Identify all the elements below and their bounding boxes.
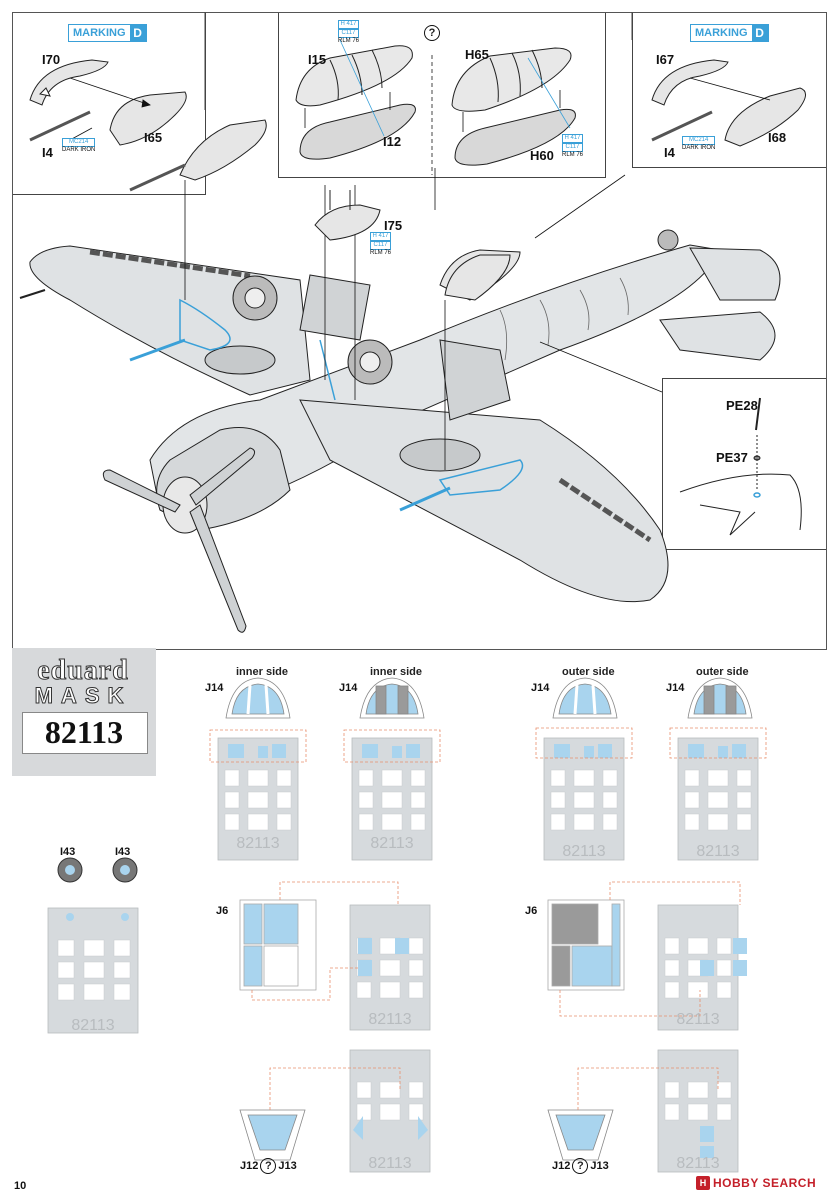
part-pe28: PE28 xyxy=(726,398,758,413)
marking-badge-right: MARKING D xyxy=(690,24,769,42)
part-i4-left: I4 xyxy=(42,145,53,160)
detail-panel xyxy=(662,378,826,550)
svg-text:82113: 82113 xyxy=(562,843,605,860)
option-symbol-top: ? xyxy=(424,25,440,41)
canopy-i15 xyxy=(295,45,416,160)
part-i75: I75 xyxy=(384,218,403,233)
label-inner-side-1: inner side xyxy=(236,666,288,678)
svg-text:82113: 82113 xyxy=(676,1155,719,1172)
label-j14-2: J14 xyxy=(339,682,358,694)
brand-code: 82113 xyxy=(44,714,124,750)
label-j12-j13-right: J12 ? J13 xyxy=(552,1158,609,1174)
svg-text:82113: 82113 xyxy=(696,843,739,860)
label-inner-side-2: inner side xyxy=(370,666,422,678)
svg-text:82113: 82113 xyxy=(236,835,279,852)
part-i4-right: I4 xyxy=(664,145,675,160)
label-i43-1: I43 xyxy=(60,846,76,858)
drawing-border xyxy=(12,12,827,650)
label-j6-1: J6 xyxy=(216,905,229,917)
brand-eduard: eduard xyxy=(37,655,129,686)
label-j6-2: J6 xyxy=(525,905,538,917)
brand-code-box xyxy=(22,712,148,754)
aircraft-main xyxy=(19,229,781,633)
part-h60: H60 xyxy=(530,148,554,163)
paint-i75: H 417 C117 RLM 76 xyxy=(370,232,392,256)
svg-text:82113: 82113 xyxy=(368,1155,411,1172)
watermark-icon: H xyxy=(696,1176,710,1190)
part-i12: I12 xyxy=(383,134,402,149)
j6-masks xyxy=(239,899,625,991)
top-center-panel xyxy=(278,12,606,178)
label-i43-2: I43 xyxy=(115,846,131,858)
brand-mask: MASK xyxy=(34,683,132,708)
paint-top-center-1: H 417 C117 RLM 76 xyxy=(338,20,360,44)
i43-wheels xyxy=(57,857,138,883)
label-j14-3: J14 xyxy=(531,682,550,694)
label-j14-4: J14 xyxy=(666,682,685,694)
part-i67: I67 xyxy=(656,52,675,67)
label-outer-side-1: outer side xyxy=(562,666,615,678)
part-pe37: PE37 xyxy=(716,450,748,465)
part-i65: I65 xyxy=(144,130,163,145)
paint-mc214-left: MC214 DARK IRON xyxy=(62,138,96,153)
j12-masks xyxy=(239,1109,614,1161)
part-i68: I68 xyxy=(768,130,787,145)
label-j14-1: J14 xyxy=(205,682,224,694)
marking-badge-left: MARKING D xyxy=(68,24,147,42)
part-i15: I15 xyxy=(308,52,327,67)
canopy-h65 xyxy=(451,47,576,166)
detail-drawing xyxy=(679,397,802,536)
watermark: H HOBBY SEARCH xyxy=(696,1176,816,1190)
svg-text:82113: 82113 xyxy=(71,1017,114,1034)
part-h65: H65 xyxy=(465,47,489,62)
canopy-hood-right xyxy=(651,59,806,147)
svg-text:82113: 82113 xyxy=(368,1011,411,1028)
paint-mc214-right: MC214 DARK IRON xyxy=(682,136,716,151)
mask-sheets xyxy=(47,737,759,1173)
svg-text:82113: 82113 xyxy=(676,1011,719,1028)
part-i75 xyxy=(314,190,381,241)
label-j12-j13-left: J12 ? J13 xyxy=(240,1158,297,1174)
part-i70: I70 xyxy=(42,52,61,67)
j14-masks xyxy=(225,677,753,719)
paint-top-center-2: H 417 C117 RLM 76 xyxy=(562,134,584,158)
svg-text:82113: 82113 xyxy=(370,835,413,852)
page-number: 10 xyxy=(14,1180,27,1192)
top-right-panel xyxy=(632,12,826,168)
label-outer-side-2: outer side xyxy=(696,666,749,678)
canopy-hood-left xyxy=(29,59,187,146)
